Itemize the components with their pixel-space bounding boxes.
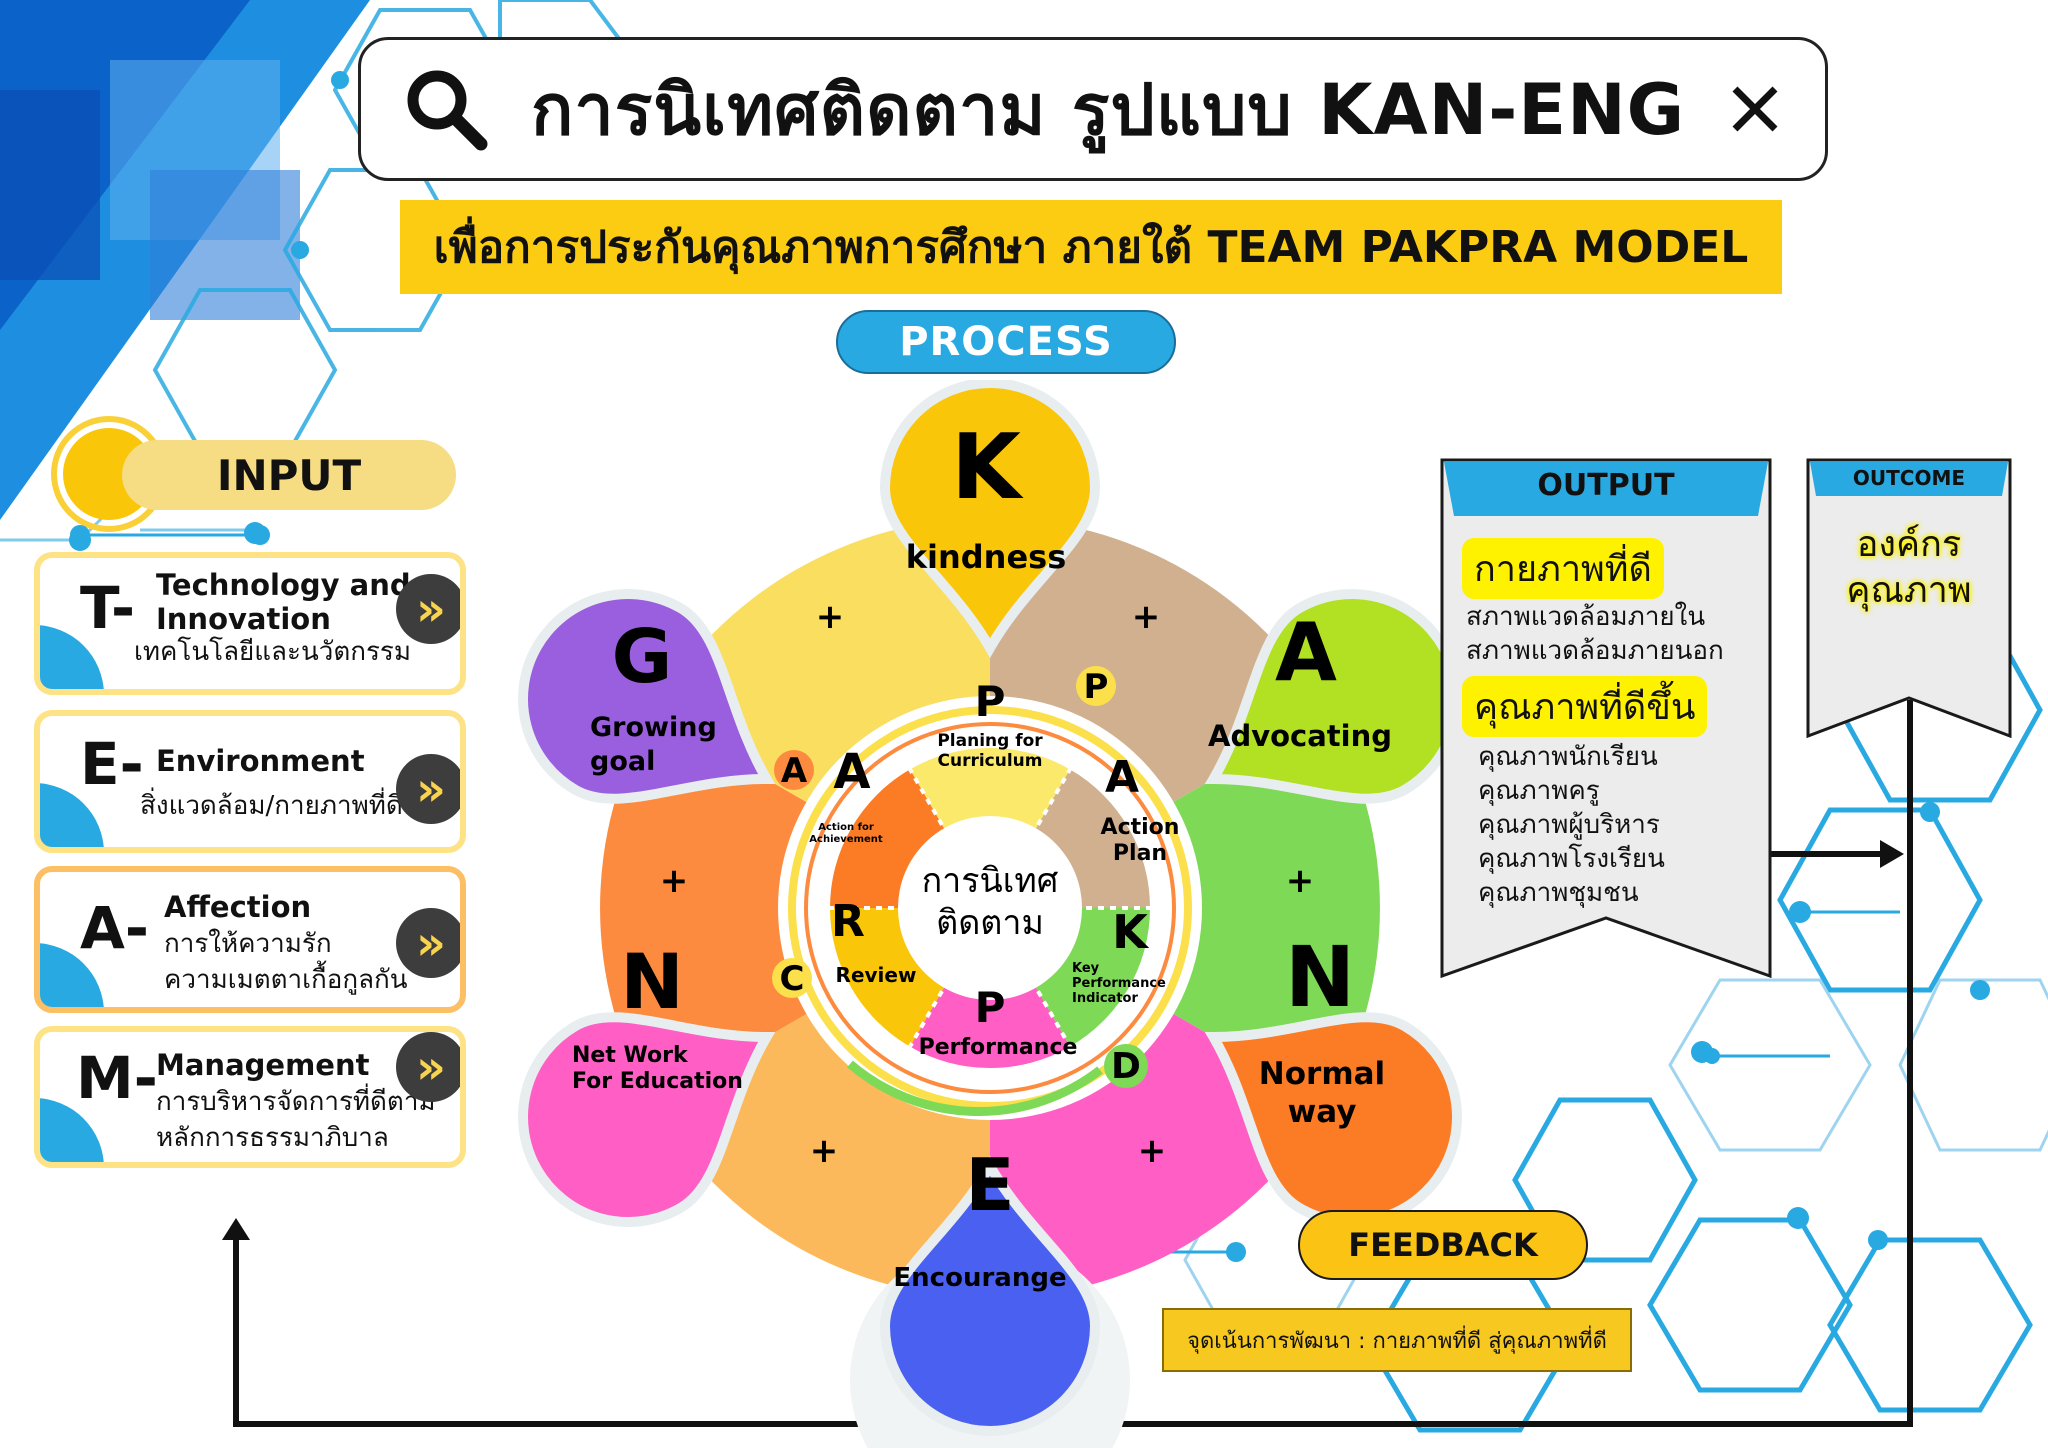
output-list-item: คุณภาพครู [1478, 776, 1600, 806]
input-letter: M- [76, 1044, 158, 1112]
input-english: Affection [164, 890, 312, 924]
input-letter: E- [80, 730, 144, 798]
segment-action-achievement-letter: A [833, 744, 870, 800]
plus-sign: + [1132, 597, 1161, 637]
feedback-note: จุดเน้นการพัฒนา : กายภาพที่ดี สู่คุณภาพท… [1162, 1308, 1632, 1372]
center-circle [898, 816, 1082, 1000]
input-label: INPUT [122, 440, 456, 510]
inner-ring-yellow [788, 706, 1192, 1110]
petal-e [879, 1155, 1101, 1436]
outcome-banner-shape [1806, 458, 2012, 738]
output-list-item: สภาพแวดล้อมภายนอก [1466, 636, 1724, 666]
output-list-item: คุณภาพโรงเรียน [1478, 844, 1665, 874]
input-card-technology: T- Technology and Innovation เทคโนโลยีแล… [34, 552, 466, 695]
segment-planning-letter: P [975, 677, 1006, 726]
center-label: การนิเทศติดตาม [922, 861, 1059, 943]
feedback-label: FEEDBACK [1298, 1210, 1588, 1280]
input-english: Technology and Innovation [156, 568, 411, 636]
plus-sign: + [1138, 1131, 1167, 1171]
petal-k-letter: K [951, 415, 1024, 520]
petal-k [879, 380, 1101, 659]
chevron-right-icon[interactable]: » [396, 574, 460, 644]
output-list-quality: คุณภาพนักเรียน คุณภาพครู คุณภาพผู้บริหาร… [1478, 740, 1665, 910]
input-card-affection: A- Affection การให้ความรัก ความเมตตาเกื้… [34, 866, 466, 1013]
petal-n-left [518, 1012, 776, 1227]
input-letter: A- [80, 894, 149, 962]
chevron-right-icon[interactable]: » [396, 1032, 460, 1102]
plus-sign: + [816, 597, 845, 637]
petal-a-word: Advocating [1208, 719, 1392, 753]
pdca-p: P [1084, 667, 1109, 707]
pdca-c-marker [772, 958, 812, 998]
input-thai: เทคโนโลยีและนวัตกรรม [134, 637, 412, 667]
segment-performance-letter: P [975, 983, 1006, 1032]
petal-k-word: kindness [906, 538, 1067, 576]
chevron-right-icon[interactable]: » [396, 908, 460, 978]
outcome-title: OUTCOME [1852, 466, 1966, 490]
segment-kpi-letter: K [1112, 905, 1150, 959]
input-english: Environment [156, 744, 365, 778]
inner-ring-green [847, 1060, 1103, 1116]
petal-g-letter: G [612, 614, 673, 700]
input-thai: การบริหารจัดการที่ดีตาม หลักการธรรมาภิบา… [156, 1087, 436, 1153]
chevron-right-icon[interactable]: » [396, 754, 460, 824]
plus-sign: + [810, 1131, 839, 1171]
segment-performance-text: Performance [919, 1035, 1078, 1060]
output-list-item: สภาพแวดล้อมภายใน [1466, 602, 1706, 632]
output-list-physical: สภาพแวดล้อมภายใน สภาพแวดล้อมภายนอก [1466, 600, 1724, 668]
search-bar[interactable]: การนิเทศติดตาม รูปแบบ KAN-ENG [358, 37, 1828, 181]
segment-review-letter: R [831, 896, 865, 947]
pdca-d-marker [1104, 1044, 1148, 1088]
output-head-quality: คุณภาพที่ดีขึ้น [1462, 676, 1708, 737]
petal-n-right-letter: N [1285, 928, 1355, 1026]
petal-e-letter: E [965, 1143, 1014, 1227]
pdca-a-marker [774, 750, 814, 790]
pdca-c: C [780, 959, 805, 999]
pdca-a: A [781, 751, 808, 791]
petal-e-word: Encourange [893, 1263, 1066, 1293]
input-dots [70, 525, 270, 545]
output-head-physical: กายภาพที่ดี [1462, 538, 1664, 599]
output-list-item: คุณภาพนักเรียน [1478, 742, 1658, 772]
segment-review-text: Review [836, 963, 917, 987]
subtitle-banner: เพื่อการประกันคุณภาพการศึกษา ภายใต้ TEAM… [400, 200, 1782, 294]
petal-n-right [1204, 1012, 1462, 1227]
search-icon [407, 70, 488, 151]
petal-g [518, 589, 776, 804]
search-query-text: การนิเทศติดตาม รูปแบบ KAN-ENG [531, 68, 1686, 151]
segment-action-plan-letter: A [1105, 752, 1139, 803]
petal-a-letter: A [1275, 606, 1337, 699]
plus-sign: + [660, 861, 689, 901]
kaneng-flower-diagram: + + + + + + K kindness A Advocating N No… [518, 380, 1462, 1448]
input-card-management: M- Management การบริหารจัดการที่ดีตาม หล… [34, 1026, 466, 1168]
output-list-item: คุณภาพผู้บริหาร [1478, 810, 1660, 840]
input-card-environment: E- Environment สิ่งแวดล้อม/กายภาพที่ดี » [34, 710, 466, 853]
pdca-p-marker [1076, 666, 1116, 706]
plus-sign: + [1286, 861, 1315, 901]
inner-ring-orange [804, 722, 1176, 1094]
input-thai: การให้ความรัก ความเมตตาเกื้อกูลกัน [164, 929, 408, 995]
pdca-d: D [1111, 1046, 1141, 1087]
process-label: PROCESS [836, 310, 1176, 374]
output-list-item: คุณภาพชุมชน [1478, 878, 1639, 908]
output-title: OUTPUT [1537, 468, 1675, 503]
input-english: Management [156, 1048, 370, 1082]
outcome-text: องค์กร คุณภาพ [1846, 524, 1972, 611]
input-letter: T- [80, 574, 136, 642]
input-thai: สิ่งแวดล้อม/กายภาพที่ดี [140, 791, 403, 821]
close-icon[interactable] [1725, 79, 1785, 139]
petal-n-left-letter: N [620, 937, 684, 1026]
